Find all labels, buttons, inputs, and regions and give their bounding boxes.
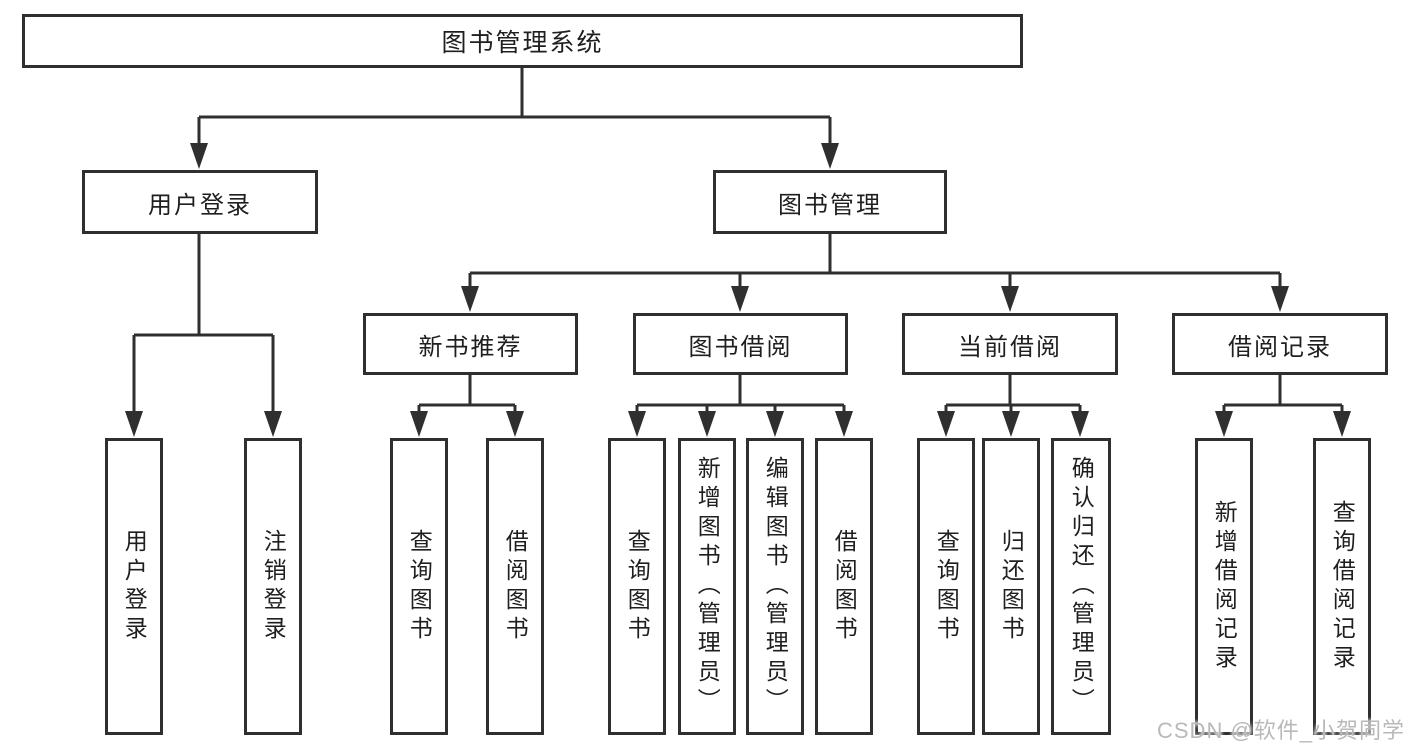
leaf-query-books-current: 查询图书 bbox=[917, 438, 975, 735]
arrowhead bbox=[628, 411, 646, 437]
arrowhead bbox=[1271, 286, 1289, 312]
csdn-watermark: CSDN @软件_小贺同学 bbox=[1157, 718, 1405, 743]
leaf-borrow-books-recommend-label: 借阅图书 bbox=[502, 528, 529, 645]
arrowhead bbox=[264, 411, 282, 437]
connector-new-book-branch bbox=[417, 375, 517, 414]
arrowhead bbox=[461, 286, 479, 312]
leaf-query-borrow-record-label: 查询借阅记录 bbox=[1329, 499, 1356, 674]
connector-borrow-record-branch bbox=[1222, 375, 1344, 414]
leaf-query-books-borrow: 查询图书 bbox=[608, 438, 666, 735]
arrowhead bbox=[506, 411, 524, 437]
node-new-book-recommend-label: 新书推荐 bbox=[418, 333, 523, 361]
leaf-add-book-admin: 新增图书（管理员） bbox=[678, 438, 736, 735]
node-book-borrow: 图书借阅 bbox=[633, 313, 848, 375]
arrowhead bbox=[1215, 411, 1233, 437]
arrowhead bbox=[821, 143, 839, 169]
arrowhead bbox=[190, 143, 208, 169]
arrowhead bbox=[125, 411, 143, 437]
node-user-login-label: 用户登录 bbox=[148, 191, 252, 219]
leaf-query-books-current-label: 查询图书 bbox=[933, 528, 960, 645]
arrowhead bbox=[410, 411, 428, 437]
leaf-user-login: 用户登录 bbox=[105, 438, 163, 735]
arrowhead bbox=[698, 411, 716, 437]
leaf-user-login-label: 用户登录 bbox=[121, 528, 148, 645]
arrowhead bbox=[766, 411, 784, 437]
node-root: 图书管理系统 bbox=[22, 14, 1023, 68]
node-new-book-recommend: 新书推荐 bbox=[363, 313, 578, 375]
leaf-query-books-recommend-label: 查询图书 bbox=[406, 528, 433, 645]
connector-root-to-level2 bbox=[197, 68, 832, 146]
leaf-edit-book-admin-label: 编辑图书（管理员） bbox=[762, 456, 789, 717]
leaf-logout: 注销登录 bbox=[244, 438, 302, 735]
leaf-borrow-books-borrow-label: 借阅图书 bbox=[831, 528, 858, 645]
leaf-borrow-books-recommend: 借阅图书 bbox=[486, 438, 544, 735]
connector-book-borrow-branch bbox=[635, 375, 846, 414]
leaf-logout-label: 注销登录 bbox=[260, 528, 287, 645]
node-book-management: 图书管理 bbox=[713, 170, 947, 234]
leaf-add-borrow-record: 新增借阅记录 bbox=[1195, 438, 1253, 735]
arrowhead bbox=[1001, 286, 1019, 312]
node-book-management-label: 图书管理 bbox=[778, 191, 882, 219]
arrowhead bbox=[937, 411, 955, 437]
leaf-add-borrow-record-label: 新增借阅记录 bbox=[1211, 499, 1238, 674]
leaf-confirm-return-admin: 确认归还（管理员） bbox=[1051, 438, 1111, 735]
leaf-query-books-recommend: 查询图书 bbox=[390, 438, 448, 735]
connector-user-login-branch bbox=[132, 234, 275, 414]
leaf-confirm-return-admin-label: 确认归还（管理员） bbox=[1068, 456, 1095, 717]
arrowhead bbox=[1333, 411, 1351, 437]
node-root-label: 图书管理系统 bbox=[441, 29, 604, 57]
leaf-query-books-borrow-label: 查询图书 bbox=[624, 528, 651, 645]
leaf-query-borrow-record: 查询借阅记录 bbox=[1313, 438, 1371, 735]
arrowhead bbox=[1002, 411, 1020, 437]
leaf-borrow-books-borrow: 借阅图书 bbox=[815, 438, 873, 735]
leaf-return-book: 归还图书 bbox=[982, 438, 1040, 735]
node-borrow-records-label: 借阅记录 bbox=[1228, 333, 1332, 361]
node-user-login: 用户登录 bbox=[82, 170, 318, 234]
node-current-borrow-label: 当前借阅 bbox=[958, 333, 1062, 361]
connector-book-management-branch bbox=[468, 234, 1282, 290]
arrowhead bbox=[1071, 411, 1089, 437]
arrowhead bbox=[731, 286, 749, 312]
leaf-add-book-admin-label: 新增图书（管理员） bbox=[694, 456, 721, 717]
arrowhead bbox=[835, 411, 853, 437]
leaf-edit-book-admin: 编辑图书（管理员） bbox=[746, 438, 804, 735]
node-current-borrow: 当前借阅 bbox=[902, 313, 1118, 375]
node-borrow-records: 借阅记录 bbox=[1172, 313, 1388, 375]
connector-current-borrow-branch bbox=[944, 375, 1082, 414]
leaf-return-book-label: 归还图书 bbox=[998, 528, 1025, 645]
node-book-borrow-label: 图书借阅 bbox=[688, 333, 793, 361]
